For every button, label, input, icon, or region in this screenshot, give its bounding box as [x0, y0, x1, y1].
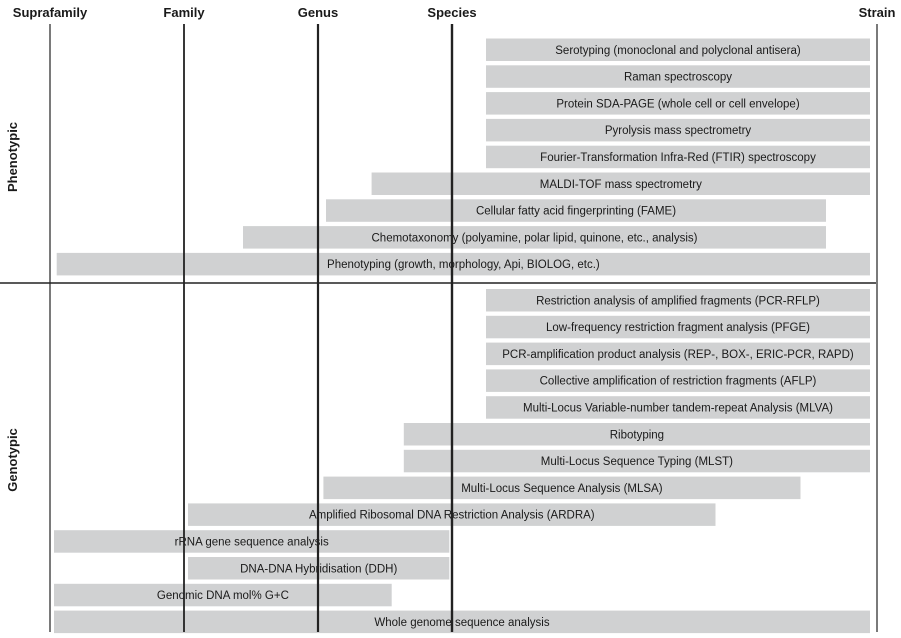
- method-bar: Multi-Locus Sequence Analysis (MLSA): [323, 476, 801, 500]
- method-bar: Low-frequency restriction fragment analy…: [486, 315, 870, 339]
- method-bar-rect: [486, 396, 870, 419]
- method-bar: Phenotyping (growth, morphology, Api, BI…: [56, 252, 870, 276]
- group-label-genotypic: Genotypic: [5, 428, 20, 492]
- level-header-strain: Strain: [859, 5, 896, 20]
- level-lines: [49, 24, 878, 632]
- method-bar-label: Restriction analysis of amplified fragme…: [536, 295, 820, 307]
- method-bar-rect: [323, 476, 801, 500]
- method-bar: Restriction analysis of amplified fragme…: [486, 289, 870, 312]
- method-bar-rect: [486, 342, 870, 366]
- method-bar-rect: [486, 369, 870, 392]
- method-bar-label: Collective amplification of restriction …: [540, 376, 817, 388]
- method-bar-label: Raman spectroscopy: [624, 72, 732, 84]
- level-headers: Suprafamily Family Genus Species Strain: [13, 5, 896, 20]
- method-bar: Protein SDA-PAGE (whole cell or cell env…: [486, 92, 870, 115]
- method-bar-rect: [403, 423, 870, 446]
- method-bar: Genomic DNA mol% G+C: [54, 583, 392, 607]
- method-bar-label: rRNA gene sequence analysis: [175, 537, 329, 549]
- level-header-genus: Genus: [298, 5, 338, 20]
- method-bar-rect: [371, 172, 870, 195]
- method-bar-label: Multi-Locus Sequence Analysis (MLSA): [461, 483, 663, 495]
- method-bar-label: Whole genome sequence analysis: [374, 617, 549, 629]
- method-bar-rect: [486, 38, 870, 61]
- method-bar-label: Serotyping (monoclonal and polyclonal an…: [555, 45, 801, 57]
- method-bar: Cellular fatty acid fingerprinting (FAME…: [326, 199, 826, 222]
- method-bar-label: Ribotyping: [610, 429, 664, 441]
- method-bar-label: Multi-Locus Variable-number tandem-repea…: [523, 402, 833, 414]
- method-bar-label: Fourier-Transformation Infra-Red (FTIR) …: [540, 152, 816, 164]
- method-bar-label: Phenotyping (growth, morphology, Api, BI…: [327, 259, 600, 271]
- method-bar-label: Genomic DNA mol% G+C: [157, 590, 289, 602]
- method-bar-label: PCR-amplification product analysis (REP-…: [502, 349, 854, 361]
- level-header-suprafamily: Suprafamily: [13, 5, 88, 20]
- method-bar-rect: [403, 449, 870, 473]
- method-bar-rect: [486, 315, 870, 339]
- method-bar-rect: [486, 65, 870, 88]
- method-bar-rect: [54, 583, 392, 607]
- method-bar: PCR-amplification product analysis (REP-…: [486, 342, 870, 366]
- method-bar-rect: [486, 145, 870, 169]
- method-bar-label: Cellular fatty acid fingerprinting (FAME…: [476, 206, 676, 218]
- level-header-species: Species: [427, 5, 476, 20]
- method-bar: Fourier-Transformation Infra-Red (FTIR) …: [486, 145, 870, 169]
- method-bar: Serotyping (monoclonal and polyclonal an…: [486, 38, 870, 61]
- method-bar-rect: [56, 252, 870, 276]
- method-bar-label: Chemotaxonomy (polyamine, polar lipid, q…: [372, 232, 698, 244]
- method-bar: Multi-Locus Variable-number tandem-repea…: [486, 396, 870, 419]
- method-bar: Collective amplification of restriction …: [486, 369, 870, 392]
- method-bar-label: Low-frequency restriction fragment analy…: [546, 322, 810, 334]
- method-bar: Multi-Locus Sequence Typing (MLST): [403, 449, 870, 473]
- group-label-phenotypic: Phenotypic: [5, 122, 20, 192]
- method-bar-rect: [243, 226, 826, 249]
- method-bar: Pyrolysis mass spectrometry: [486, 118, 870, 142]
- method-bar-label: Protein SDA-PAGE (whole cell or cell env…: [556, 98, 799, 110]
- method-bar-rect: [54, 610, 870, 634]
- method-bar: MALDI-TOF mass spectrometry: [371, 172, 870, 195]
- method-bar: Whole genome sequence analysis: [54, 610, 870, 634]
- method-bar-label: MALDI-TOF mass spectrometry: [540, 179, 702, 191]
- method-bar-rect: [486, 92, 870, 115]
- method-bar-rect: [54, 530, 450, 553]
- method-bar: Ribotyping: [403, 423, 870, 446]
- method-bar-label: Multi-Locus Sequence Typing (MLST): [541, 456, 733, 468]
- method-bar: rRNA gene sequence analysis: [54, 530, 450, 553]
- method-bars: Serotyping (monoclonal and polyclonal an…: [54, 38, 870, 634]
- method-bar-rect: [486, 118, 870, 142]
- method-bar: Chemotaxonomy (polyamine, polar lipid, q…: [243, 226, 826, 249]
- method-bar: Raman spectroscopy: [486, 65, 870, 88]
- method-bar-label: Pyrolysis mass spectrometry: [605, 125, 752, 137]
- level-header-family: Family: [163, 5, 205, 20]
- method-bar-rect: [486, 289, 870, 312]
